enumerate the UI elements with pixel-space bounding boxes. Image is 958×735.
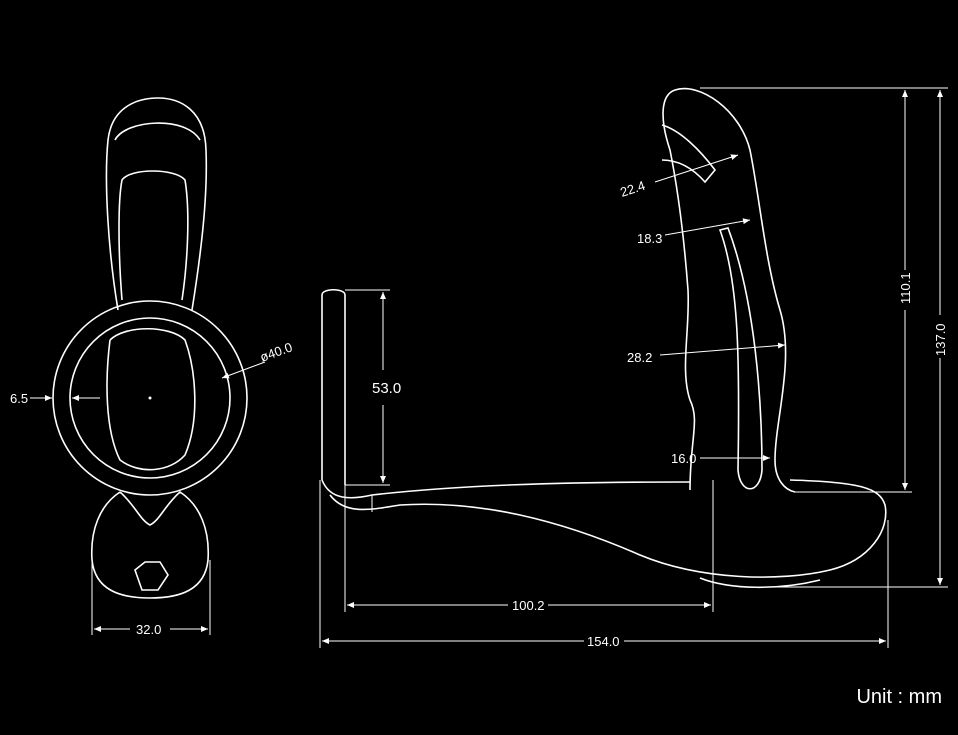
- base-neck-width-label: 16.0: [671, 451, 696, 466]
- arm-length-label: 100.2: [512, 598, 545, 613]
- body-width-leader: [659, 342, 786, 356]
- probe-outline: [662, 87, 796, 493]
- stem-height-label: 53.0: [372, 380, 401, 397]
- tip-width-leader: [654, 154, 739, 183]
- ring-thickness-label: 6.5: [10, 391, 28, 406]
- ring-inner: [69, 317, 231, 479]
- neck-width-leader: [664, 218, 751, 236]
- front-body: [106, 327, 196, 471]
- total-length-label: 154.0: [587, 634, 620, 649]
- probe-tip-detail: [661, 124, 717, 184]
- ring-outer: [52, 300, 248, 496]
- probe-inner-channel: [718, 227, 763, 490]
- front-probe-panel: [118, 170, 189, 301]
- stem: [321, 288, 346, 485]
- total-height-label: 137.0: [933, 323, 948, 356]
- arm-top: [321, 479, 691, 499]
- neck-width-label: 18.3: [637, 231, 662, 246]
- arm-bottom: [329, 479, 887, 578]
- tip-width-label: 22.4: [618, 178, 647, 200]
- unit-label: Unit : mm: [856, 686, 942, 708]
- side-view: 53.0 22.4 18.3 28.2 16.0 110.1 137.0 100…: [319, 87, 948, 649]
- center-point: [148, 396, 152, 400]
- probe-height-label: 110.1: [898, 272, 913, 304]
- ring-diameter-leader: [221, 361, 266, 379]
- front-button: [134, 561, 169, 591]
- front-base: [90, 491, 210, 599]
- base-button: [699, 577, 821, 589]
- ring-diameter-label: ø40.0: [258, 339, 294, 364]
- body-width-label: 28.2: [627, 350, 652, 365]
- front-probe-outline: [105, 97, 208, 311]
- front-view: 6.5 ø40.0 32.0: [10, 97, 294, 637]
- front-probe-inner: [114, 122, 201, 141]
- base-width-label: 32.0: [136, 622, 161, 637]
